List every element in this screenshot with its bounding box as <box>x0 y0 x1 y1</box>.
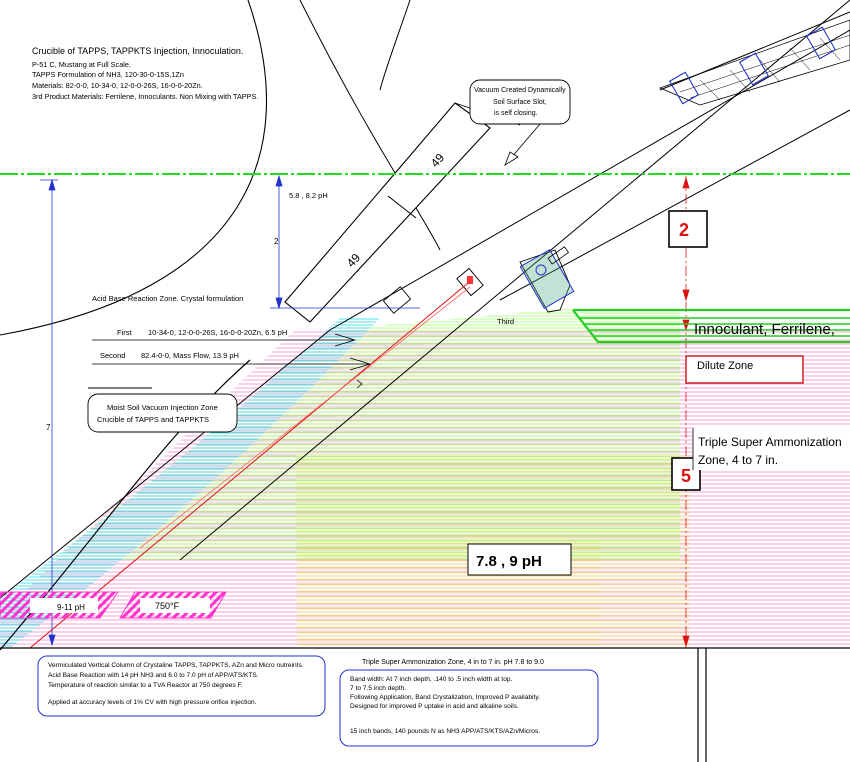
svg-text:Applied at accuracy levels of: Applied at accuracy levels of 1% CV with… <box>48 699 257 706</box>
diag-line-3 <box>499 109 850 301</box>
title-line4: 3rd Product Materials: Ferrilene, Innocu… <box>32 92 258 101</box>
bottom-right-posts <box>697 648 707 762</box>
triple-super-label: Triple Super Ammonization Zone, 4 to 7 i… <box>692 426 850 470</box>
dim-2-label: 2 <box>274 237 279 246</box>
svg-text:Acid Base Reaction with 14: Acid Base Reaction with 14 pH NH3 and 6.… <box>48 672 259 679</box>
dimension-7 <box>40 178 58 647</box>
svg-text:is self closing.: is self closing. <box>494 110 538 117</box>
svg-text:Designed for improved P uptak: Designed for improved P uptake in acid a… <box>350 703 519 710</box>
svg-text:7.8 , 9 pH: 7.8 , 9 pH <box>476 553 542 570</box>
svg-text:Following Application, Band: Following Application, Band Crystalizati… <box>350 694 540 701</box>
title-heading: Crucible of TAPPS, TAPPKTS Injection, In… <box>32 46 243 56</box>
innoculant-label: Innoculant, Ferrilene, <box>694 321 835 338</box>
title-line1: P-51 C, Mustang at Full Scale. <box>32 60 131 69</box>
svg-text:Band width: At 7 inch depth,: Band width: At 7 inch depth, .140 to .5 … <box>350 676 513 683</box>
svg-text:Vermiculated Vertical Column: Vermiculated Vertical Column of Crystali… <box>48 662 304 669</box>
injection-line-red <box>29 282 469 649</box>
dilute-zone-box: Dilute Zone <box>685 355 804 384</box>
dim-7-label: 7 <box>46 423 51 432</box>
second-label: Second <box>100 351 125 360</box>
upper-right-toolbar-hatch <box>658 19 850 106</box>
first-value: 10-34-0, 12-0-0-26S, 16-0-0-20Zn, 6.5 pH <box>148 328 287 337</box>
acid-base-label: Acid Base Reaction Zone. Crystal formula… <box>92 294 243 303</box>
svg-text:2: 2 <box>679 220 689 240</box>
bottom-left-note: Vermiculated Vertical Column of Crystali… <box>37 655 326 717</box>
svg-text:Moist Soil Vacuum Injection Z: Moist Soil Vacuum Injection Zone <box>107 403 218 412</box>
outer-arc <box>0 0 267 336</box>
first-label: First <box>117 328 132 337</box>
boxed-number-2: 2 <box>668 210 708 248</box>
svg-text:5: 5 <box>681 466 691 486</box>
ph-top-label: 5.8 , 8.2 pH <box>289 191 328 200</box>
svg-text:750°F: 750°F <box>155 601 180 611</box>
svg-text:Soil Surface Slot,: Soil Surface Slot, <box>493 99 547 106</box>
title-block: Crucible of TAPPS, TAPPKTS Injection, In… <box>32 46 258 101</box>
upper-right-injectors <box>668 26 837 105</box>
svg-text:9-11 pH: 9-11 pH <box>57 603 85 612</box>
moist-note-box: Moist Soil Vacuum Injection Zone Crucibl… <box>87 393 238 433</box>
dimension-2 <box>270 174 420 310</box>
left-ph-tag: 9-11 pH <box>0 591 119 619</box>
left-temp-tag: 750°F <box>119 591 227 619</box>
vacuum-note-box: Vacuum Created Dynamically Soil Surface … <box>469 79 571 166</box>
injection-line-red-2 <box>139 286 471 549</box>
diag-line-2 <box>329 29 850 331</box>
svg-text:Temperature of reaction sim: Temperature of reaction similar to a TVA… <box>48 682 243 689</box>
right-arc <box>299 0 441 251</box>
title-line3: Materials: 82-0-0, 10-34-0, 12-0-0-26S, … <box>32 81 203 90</box>
svg-text:Zone, 4 to 7 in.: Zone, 4 to 7 in. <box>698 453 778 467</box>
injector-assembly-1 <box>382 267 484 314</box>
svg-text:Dilute Zone: Dilute Zone <box>697 360 753 372</box>
svg-text:7 to 7.5 inch depth.: 7 to 7.5 inch depth. <box>350 685 406 692</box>
right-red-dimension <box>682 176 690 648</box>
second-value: 82.4-0-0, Mass Flow, 13.9 pH <box>141 351 239 360</box>
innoculant-green-lines <box>572 308 850 344</box>
first-arrow <box>92 333 356 347</box>
svg-text:15 inch bands, 140 pounds N: 15 inch bands, 140 pounds N as NH3 APP/A… <box>350 728 540 735</box>
third-label: Third <box>497 317 514 326</box>
injector-assembly-main <box>519 246 575 313</box>
second-arrow <box>92 357 371 371</box>
svg-text:Triple Super Ammonization: Triple Super Ammonization <box>698 435 842 449</box>
ground-surface-curve <box>0 329 331 599</box>
small-chevron <box>356 379 363 389</box>
bottom-mid-title: Triple Super Ammonization Zone, 4 in to … <box>362 659 544 666</box>
title-line2: TAPPS Formulation of NH3, 120-30-0-15S,1… <box>32 70 184 79</box>
svg-text:Vacuum Created Dynamically: Vacuum Created Dynamically <box>474 87 566 94</box>
svg-text:Crucible of TAPPS and TAPPKTS: Crucible of TAPPS and TAPPKTS <box>97 415 209 424</box>
ph-big-label: 7.8 , 9 pH <box>467 543 572 576</box>
bottom-mid-note: Band width: At 7 inch depth, .140 to .5 … <box>339 669 599 747</box>
right-arc-upper <box>379 0 411 91</box>
